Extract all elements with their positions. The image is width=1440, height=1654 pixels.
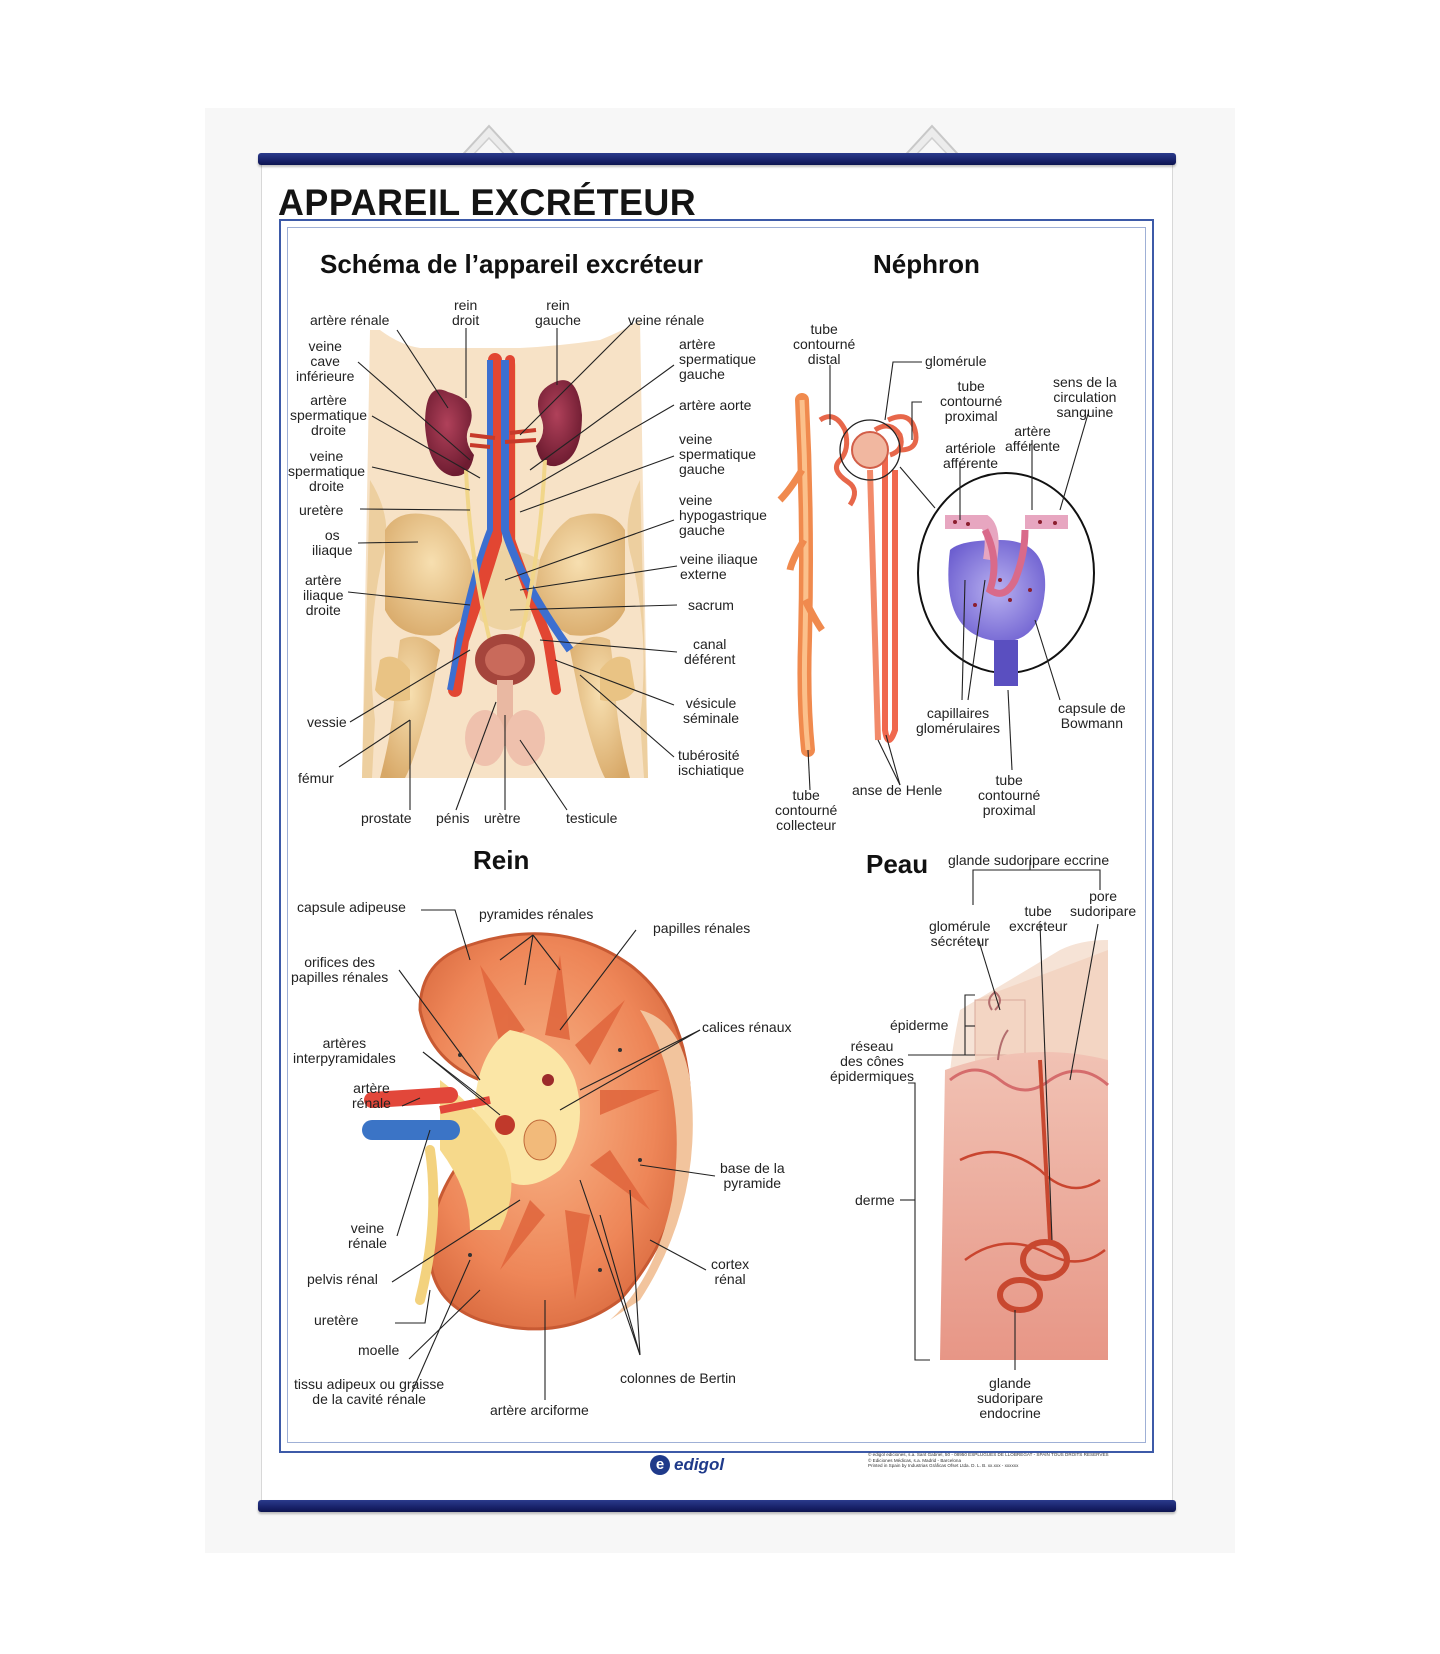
label-tube-collecteur: tube contourné collecteur: [775, 787, 838, 833]
label-femur: fémur: [298, 770, 334, 786]
label-canal-deferent: canal déférent: [684, 636, 736, 667]
skin-section-drawing: [940, 940, 1109, 1360]
label-prostate: prostate: [361, 810, 412, 826]
label-sens-circulation: sens de la circulation sanguine: [1053, 374, 1117, 420]
label-glande-sudoripare-endocrine: glande sudoripare endocrine: [977, 1375, 1044, 1421]
kidney-title: Rein: [473, 845, 530, 875]
label-derme: derme: [855, 1192, 895, 1208]
label-artere-arciforme: artère arciforme: [490, 1402, 589, 1418]
label-tuberosite-ischiatique: tubérosité ischiatique: [678, 747, 745, 778]
kidney-section-drawing: [362, 932, 693, 1331]
label-artere-spermatique-gauche: artère spermatique gauche: [679, 336, 757, 382]
label-tissu-adipeux: tissu adipeux ou graisse de la cavité ré…: [294, 1376, 445, 1407]
label-tube-contourne-proximal-bottom: tube contourné proximal: [978, 772, 1041, 818]
label-rein-droit: rein droit: [452, 297, 480, 328]
excretory-system-drawing: [362, 320, 648, 778]
schema-title: Schéma de l’appareil excréteur: [320, 249, 703, 279]
label-glomerule: glomérule: [925, 353, 987, 369]
label-artere-renale-rein: artère rénale: [352, 1080, 391, 1111]
label-artere-renale: artère rénale: [310, 312, 390, 328]
label-pelvis-renal: pelvis rénal: [307, 1271, 378, 1287]
label-arteriole-afferente: artériole afférente: [943, 440, 999, 471]
label-vesicule-seminale: vésicule séminale: [683, 695, 740, 726]
label-veine-spermatique-droite: veine spermatique droite: [288, 448, 366, 494]
label-orifices-papilles: orifices des papilles rénales: [291, 954, 389, 985]
label-capsule-adipeuse: capsule adipeuse: [297, 899, 406, 915]
label-tube-contourne-proximal-top: tube contourné proximal: [940, 378, 1003, 424]
label-artere-aorte: artère aorte: [679, 397, 752, 413]
label-moelle: moelle: [358, 1342, 400, 1358]
label-artere-afferente: artère afférente: [1005, 423, 1061, 454]
label-glande-sudoripare-eccrine: glande sudoripare eccrine: [948, 852, 1110, 868]
label-rein-gauche: rein gauche: [535, 297, 581, 328]
label-veine-iliaque-externe: veine iliaque externe: [680, 551, 758, 582]
label-artere-iliaque-droite: artère iliaque droite: [303, 572, 344, 618]
label-reseau-cones: réseau des cônes épidermiques: [830, 1038, 915, 1084]
poster-title: APPAREIL EXCRÉTEUR: [278, 182, 697, 223]
label-uretre: urètre: [484, 810, 521, 826]
panel-frame: [279, 219, 1154, 1453]
fineprint-line: © Ediciones Médicas, s.a. Madrid - Barce…: [868, 1457, 962, 1463]
label-penis: pénis: [436, 810, 470, 826]
bottom-rod: [258, 1500, 1176, 1512]
label-vessie: vessie: [307, 714, 347, 730]
label-colonnes-bertin: colonnes de Bertin: [620, 1370, 736, 1386]
fineprint-line: Printed in Spain by Industrias Gráficas …: [868, 1463, 1019, 1468]
panel-inner-border: [287, 227, 1146, 1443]
label-sacrum: sacrum: [688, 597, 734, 613]
label-epiderme: épiderme: [890, 1017, 949, 1033]
label-veine-renale-rein: veine rénale: [348, 1220, 387, 1251]
label-artere-spermatique-droite: artère spermatique droite: [290, 392, 368, 438]
label-base-pyramide: base de la pyramide: [720, 1160, 785, 1191]
nephron-drawing: [777, 393, 1095, 757]
fineprint-line: © edigol ediciones, s.a. Sant Gabriel, 5…: [868, 1452, 1109, 1457]
label-cortex-renal: cortex rénal: [711, 1256, 750, 1287]
label-pyramides-renales: pyramides rénales: [479, 906, 594, 922]
label-capsule-bowmann: capsule de Bowmann: [1058, 700, 1126, 731]
label-tube-contourne-distal: tube contourné distal: [793, 321, 856, 367]
label-veine-spermatique-gauche: veine spermatique gauche: [679, 431, 757, 477]
copyright-fineprint: © edigol ediciones, s.a. Sant Gabriel, 5…: [868, 1452, 1148, 1469]
brand-logo-icon: e: [650, 1455, 670, 1475]
label-os-iliaque: os iliaque: [312, 527, 353, 558]
skin-title: Peau: [866, 849, 929, 879]
label-arteres-interpyramidales: artères interpyramidales: [293, 1035, 396, 1066]
label-veine-renale: veine rénale: [628, 312, 705, 328]
label-veine-hypogastrique: veine hypogastrique gauche: [679, 492, 767, 538]
leader-lines: [338, 322, 1101, 1400]
top-rod: [258, 153, 1176, 165]
brand-name: edigol: [674, 1455, 725, 1474]
label-pore-sudoripare: pore sudoripare: [1070, 888, 1137, 919]
label-tube-excreteur: tube excréteur: [1009, 903, 1068, 934]
nephron-title: Néphron: [873, 249, 980, 279]
label-glomerule-secreteur: glomérule sécréteur: [929, 918, 991, 949]
label-anse-henle: anse de Henle: [852, 782, 943, 798]
label-capillaires-glomerulaires: capillaires glomérulaires: [916, 705, 1001, 736]
label-uretere-rein: uretère: [314, 1312, 359, 1328]
label-uretere-schema: uretère: [299, 502, 344, 518]
label-calices-renaux: calices rénaux: [702, 1019, 792, 1035]
label-testicule: testicule: [566, 810, 618, 826]
label-papilles-renales: papilles rénales: [653, 920, 751, 936]
label-veine-cave: veine cave inférieure: [296, 338, 355, 384]
